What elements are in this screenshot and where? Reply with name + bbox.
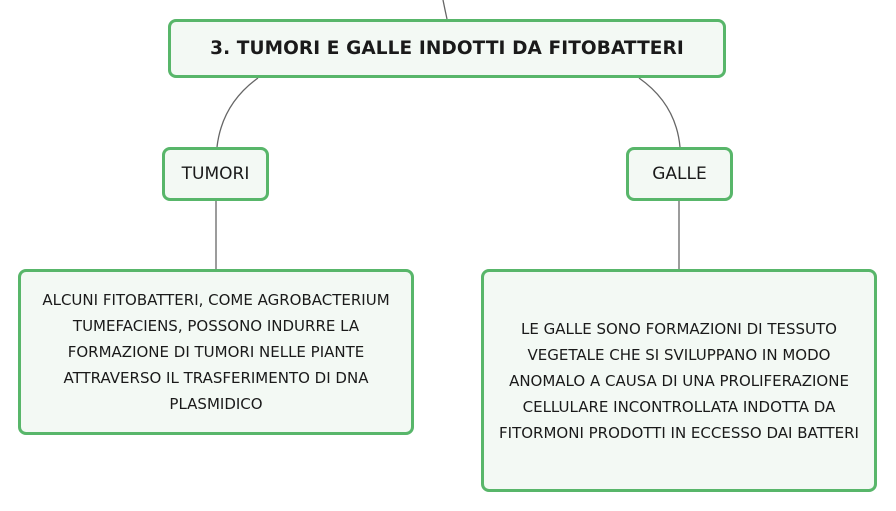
connector-parent-to-title (442, 0, 448, 20)
description-text-tumori: ALCUNI FITOBATTERI, COME AGROBACTERIUM T… (42, 291, 390, 413)
description-node-galle[interactable]: LE GALLE SONO FORMAZIONI DI TESSUTO VEGE… (481, 269, 877, 492)
branch-node-galle[interactable]: GALLE (626, 147, 733, 201)
branch-node-tumori[interactable]: TUMORI (162, 147, 269, 201)
description-text-galle: LE GALLE SONO FORMAZIONI DI TESSUTO VEGE… (499, 319, 859, 442)
connector-title-to-galle (638, 77, 681, 148)
title-node[interactable]: 3. TUMORI E GALLE INDOTTI DA FITOBATTERI (168, 19, 726, 78)
branch-label-galle: GALLE (652, 164, 707, 184)
title-text: 3. TUMORI E GALLE INDOTTI DA FITOBATTERI (210, 38, 684, 59)
connector-title-to-tumori (216, 77, 259, 148)
branch-label-tumori: TUMORI (181, 164, 250, 184)
description-node-tumori[interactable]: ALCUNI FITOBATTERI, COME AGROBACTERIUM T… (18, 269, 414, 435)
